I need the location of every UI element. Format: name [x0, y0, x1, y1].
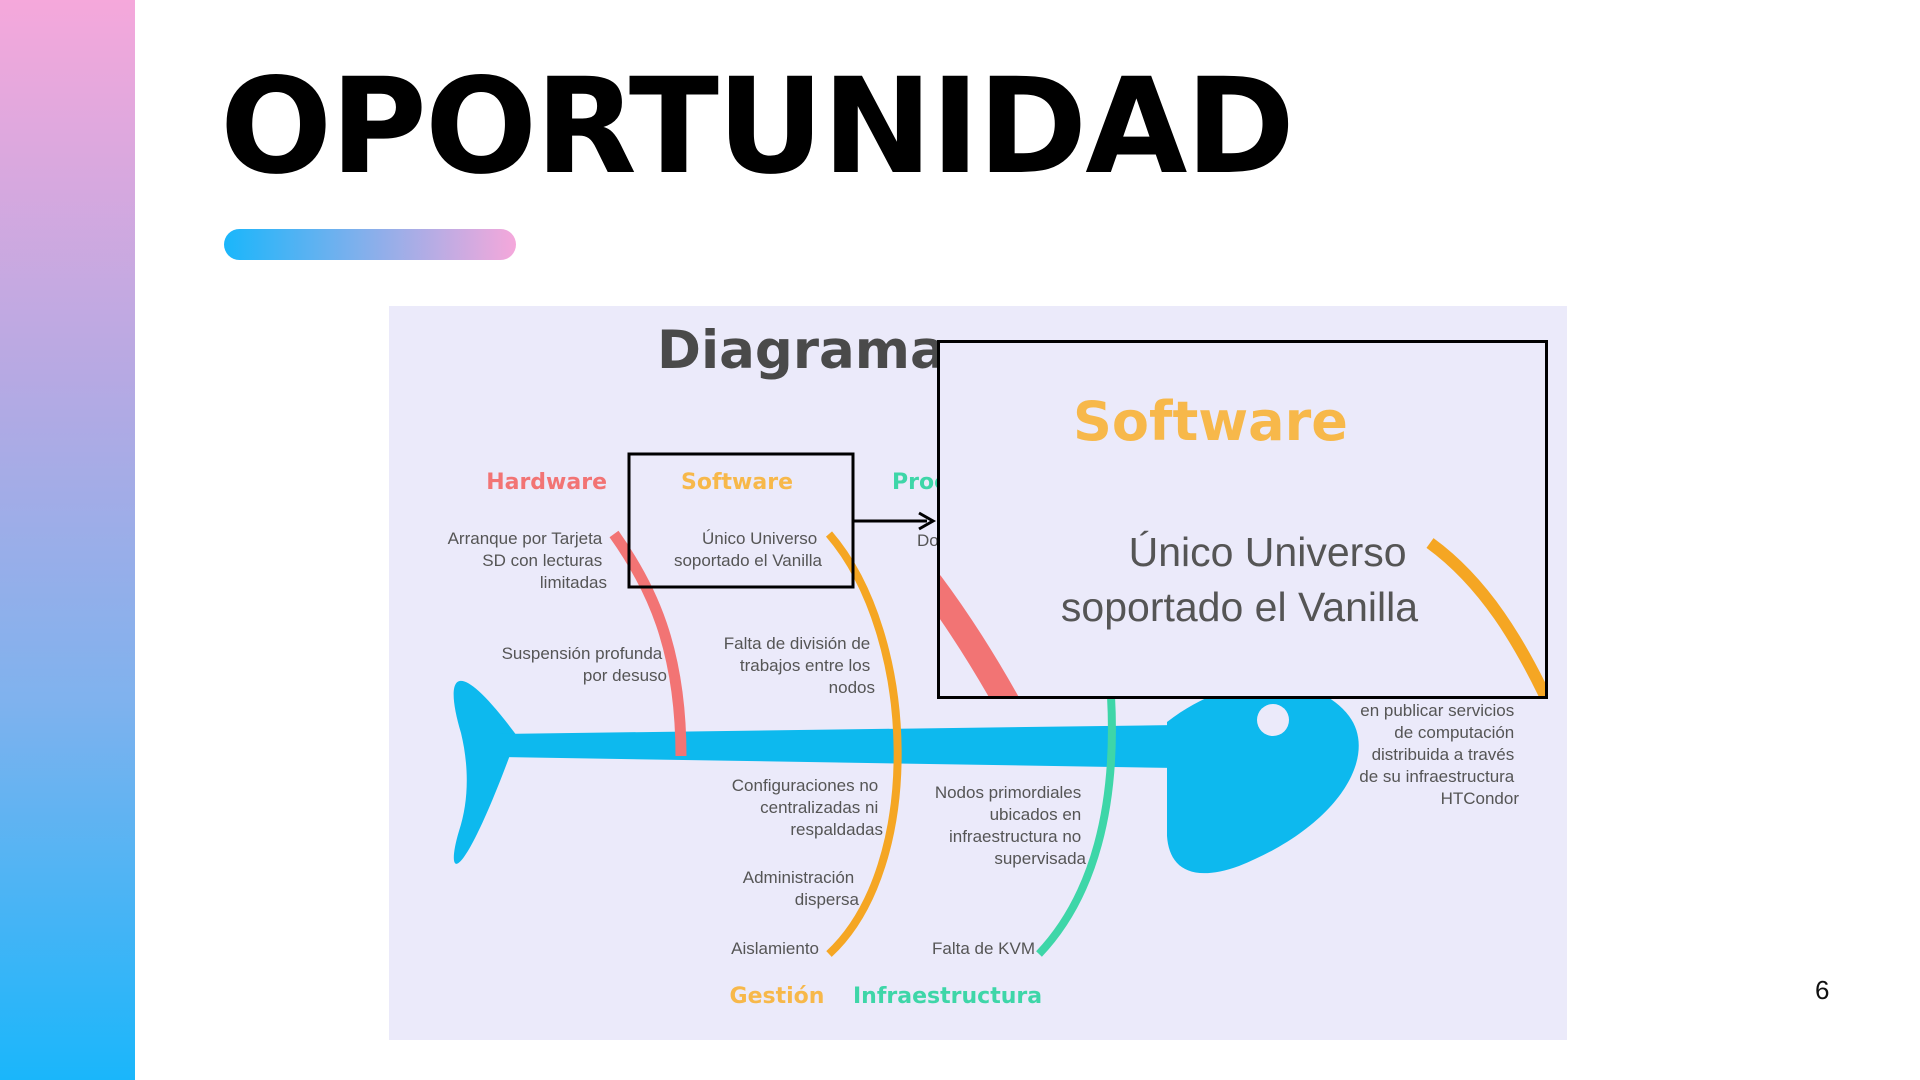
fishbone-diagram: Diagrama Hardware Software Proc Gestión …: [448, 320, 1520, 1009]
zoom-category-software: Software: [1073, 390, 1348, 453]
page-number: 6: [1815, 975, 1830, 1005]
zoom-hardware-bone: [940, 575, 1019, 696]
zoom-connector-arrowhead: [918, 511, 937, 531]
cause-gestion-3: Aislamiento: [731, 939, 819, 958]
cause-software-2: Falta de división de trabajos entre los …: [724, 634, 875, 697]
page-title: OPORTUNIDAD: [220, 50, 1295, 204]
decorative-gradient-sidebar: [0, 0, 135, 1080]
cause-hardware-1: Arranque por Tarjeta SD con lecturas lim…: [448, 529, 607, 592]
cause-gestion-1: Configuraciones no centralizadas ni resp…: [732, 776, 883, 839]
category-gestion: Gestión: [730, 984, 825, 1009]
cause-gestion-2: Administración dispersa: [743, 868, 860, 909]
category-infraestructura: Infraestructura: [853, 984, 1042, 1009]
category-software: Software: [681, 470, 793, 495]
cause-software-1: Único Universo soportado el Vanilla: [674, 529, 823, 570]
fish-tail: [453, 680, 517, 864]
zoom-callout: Software Único Universo soportado el Van…: [937, 340, 1548, 699]
cause-infraestructura-1: Nodos primordiales ubicados en infraestr…: [935, 783, 1087, 868]
cause-infraestructura-2: Falta de KVM: [932, 939, 1035, 958]
zoom-software-bone: [1426, 538, 1545, 696]
title-underline: [224, 229, 516, 260]
category-hardware: Hardware: [486, 470, 607, 495]
cause-process-partial: Do: [917, 531, 939, 550]
effect-text: en publicar servicios de computación dis…: [1359, 701, 1519, 808]
zoom-cause-software: Único Universo soportado el Vanilla: [1061, 529, 1418, 630]
software-gestion-bone: [825, 531, 902, 957]
fish-spine: [499, 725, 1177, 768]
fish-head: [1167, 682, 1359, 874]
infraestructura-bone: [1036, 695, 1116, 957]
fish-eye: [1257, 704, 1289, 736]
zoom-callout-graphic: Software Único Universo soportado el Van…: [940, 390, 1545, 696]
cause-hardware-2: Suspensión profunda por desuso: [502, 644, 667, 685]
diagram-title: Diagrama: [657, 320, 946, 381]
